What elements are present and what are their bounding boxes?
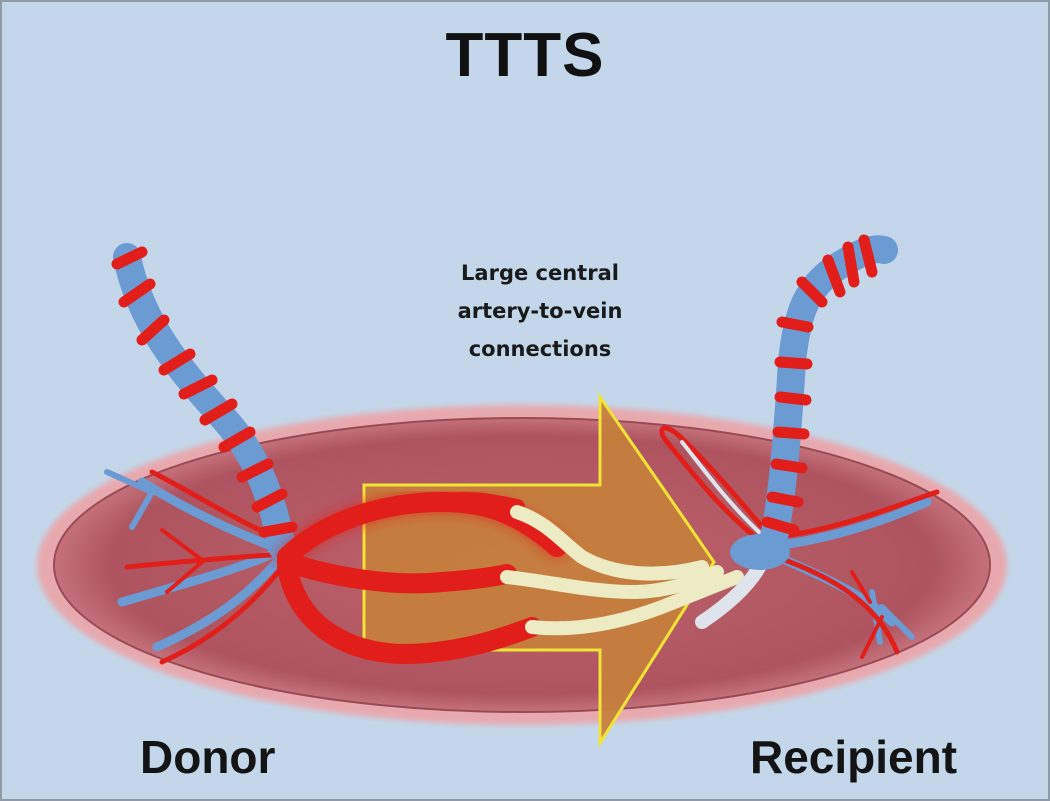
annotation-line-3: connections <box>390 330 690 368</box>
annotation-line-2: artery-to-vein <box>390 292 690 330</box>
connection-annotation: Large central artery-to-vein connections <box>390 254 690 368</box>
donor-label: Donor <box>140 730 275 784</box>
annotation-line-1: Large central <box>390 254 690 292</box>
recipient-label: Recipient <box>750 730 957 784</box>
diagram-title: TTTS <box>2 20 1048 91</box>
